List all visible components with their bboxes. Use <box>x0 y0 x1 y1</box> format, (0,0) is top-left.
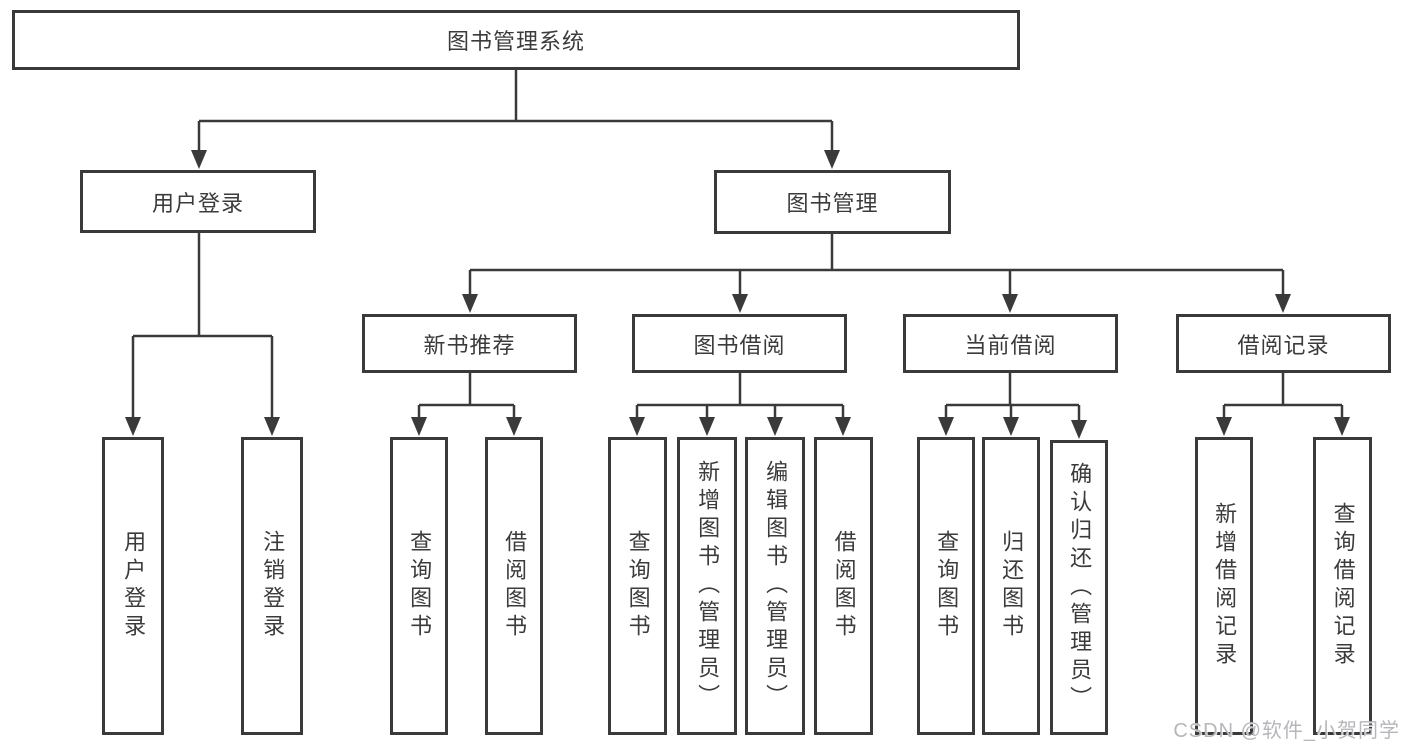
arrowhead-icon <box>506 417 522 436</box>
connector-user-login-children <box>131 233 274 419</box>
arrowhead-icon <box>732 294 748 313</box>
node-leaf-cb-query-books: 查询图书 <box>917 437 975 735</box>
node-leaf-cb-confirm-return: 确认归还（管理员） <box>1050 440 1108 735</box>
arrowhead-icon <box>411 417 427 436</box>
arrowhead-icon <box>938 417 954 436</box>
arrowhead-icon <box>629 417 645 436</box>
arrowhead-icon <box>462 294 478 313</box>
connector-records-children <box>1222 373 1344 419</box>
node-leaf-bb-add-books: 新增图书（管理员） <box>677 437 737 735</box>
arrowhead-icon <box>699 417 715 436</box>
node-leaf-nbr-query-books: 查询图书 <box>390 437 448 735</box>
node-leaf-br-add-record: 新增借阅记录 <box>1195 437 1253 735</box>
arrowhead-icon <box>1003 417 1019 436</box>
arrowhead-icon <box>1002 294 1018 313</box>
node-user-login-branch: 用户登录 <box>80 170 316 233</box>
node-leaf-bb-borrow-books: 借阅图书 <box>814 437 873 735</box>
node-book-management-branch: 图书管理 <box>714 170 951 234</box>
arrowhead-icon <box>264 417 280 436</box>
arrowhead-icon <box>1216 417 1232 436</box>
arrowhead-icon <box>1071 420 1087 439</box>
node-root: 图书管理系统 <box>12 10 1020 70</box>
node-new-book-recommend: 新书推荐 <box>362 314 577 373</box>
connector-current-children <box>944 373 1081 422</box>
connector-root-branches <box>197 69 834 152</box>
arrowhead-icon <box>125 417 141 436</box>
node-book-borrowing: 图书借阅 <box>632 314 847 373</box>
arrowhead-icon <box>824 150 840 169</box>
arrowhead-icon <box>1334 417 1350 436</box>
node-current-borrowing: 当前借阅 <box>903 314 1118 373</box>
connector-new-book-children <box>417 373 516 419</box>
node-leaf-nbr-borrow-books: 借阅图书 <box>485 437 543 735</box>
node-leaf-cb-return-books: 归还图书 <box>982 437 1040 735</box>
arrowhead-icon <box>191 150 207 169</box>
arrowhead-icon <box>1275 294 1291 313</box>
arrowhead-icon <box>835 417 851 436</box>
node-borrowing-records: 借阅记录 <box>1176 314 1391 373</box>
node-leaf-user-login: 用户登录 <box>102 437 164 735</box>
node-leaf-bb-query-books: 查询图书 <box>608 437 667 735</box>
node-leaf-bb-edit-books: 编辑图书（管理员） <box>745 437 805 735</box>
csdn-watermark: CSDN @软件_小贺同学 <box>1173 720 1400 742</box>
arrowhead-icon <box>767 417 783 436</box>
connector-borrowing-children <box>635 373 845 419</box>
connector-book-mgmt-children <box>468 234 1285 296</box>
node-leaf-br-query-record: 查询借阅记录 <box>1313 437 1372 735</box>
node-leaf-logout-login: 注销登录 <box>241 437 303 735</box>
